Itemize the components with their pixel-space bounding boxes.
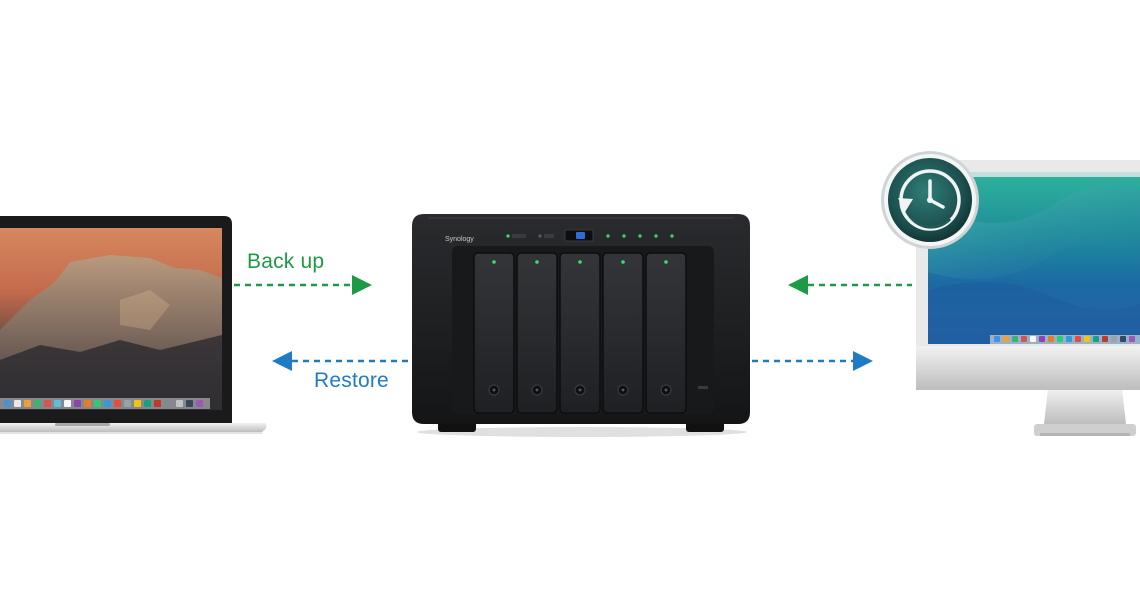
drive-bay bbox=[516, 252, 558, 414]
laptop bbox=[0, 216, 267, 434]
restore-arrow-right bbox=[752, 351, 873, 371]
imac-desktop bbox=[916, 160, 1140, 436]
drive-bay bbox=[645, 252, 687, 414]
backup-arrow-left bbox=[234, 275, 372, 295]
backup-arrow-right bbox=[788, 275, 912, 295]
nas-brand-logo: Synology bbox=[445, 236, 474, 243]
laptop-dock-icons bbox=[4, 400, 203, 407]
drive-bay bbox=[559, 252, 601, 414]
restore-arrow-left bbox=[272, 351, 410, 371]
drive-bay bbox=[473, 252, 515, 414]
nas-drive-bays bbox=[473, 252, 687, 414]
drive-bay bbox=[602, 252, 644, 414]
imac-dock-icons bbox=[994, 336, 1135, 342]
time-machine-icon bbox=[881, 151, 979, 249]
nas-device: Synology bbox=[412, 214, 750, 437]
restore-label: Restore bbox=[314, 369, 389, 392]
backup-label: Back up bbox=[247, 250, 325, 273]
